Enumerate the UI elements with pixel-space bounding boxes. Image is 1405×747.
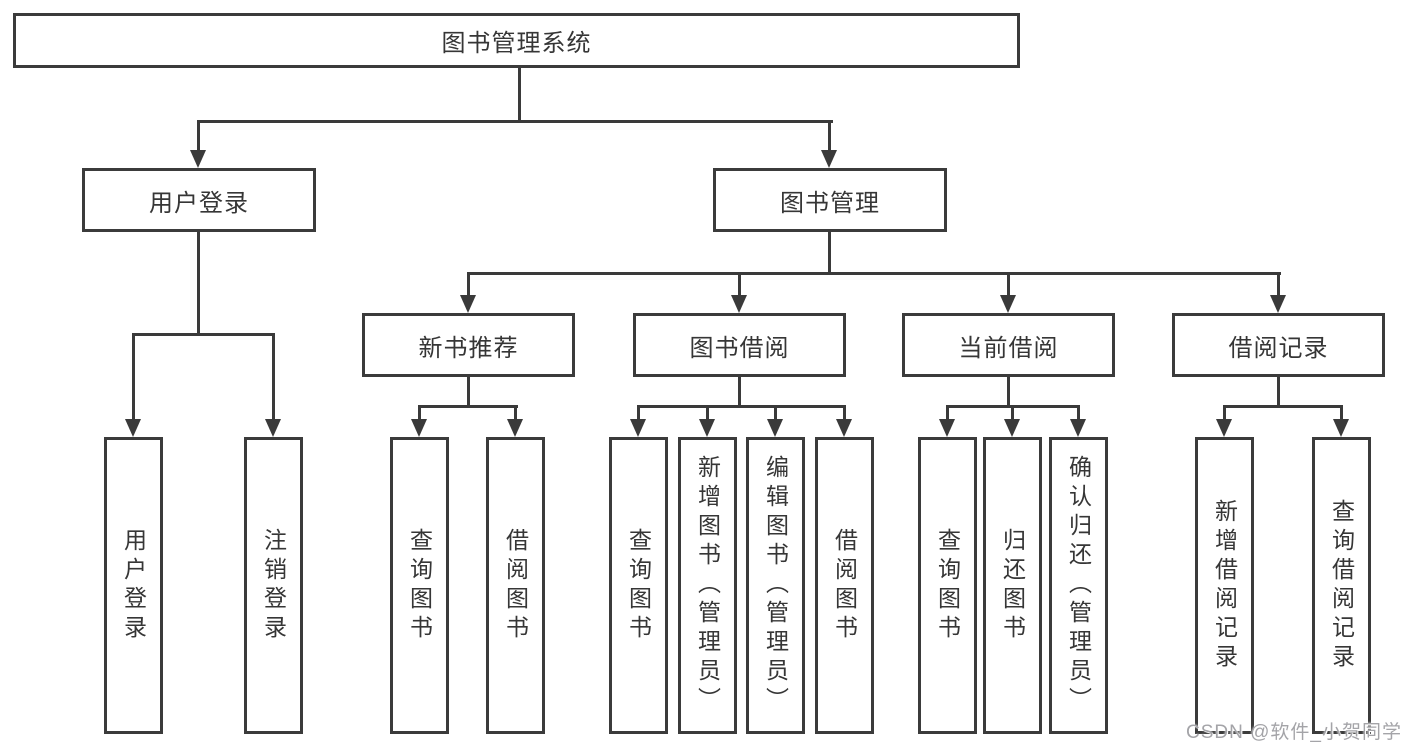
arrowhead (699, 419, 715, 437)
connector-line (272, 333, 275, 420)
connector-line (1340, 405, 1343, 421)
node-label: 编辑图书（管理员） (762, 455, 789, 716)
connector-line (828, 120, 831, 151)
connector-line (467, 377, 470, 408)
arrowhead (507, 419, 523, 437)
connector-line (418, 405, 518, 408)
node-logout: 注销登录 (244, 437, 303, 734)
connector-line (1007, 377, 1010, 408)
node-root-label: 图书管理系统 (441, 30, 592, 57)
arrowhead (1333, 419, 1349, 437)
node-label: 借阅图书 (831, 527, 858, 644)
node-label: 借阅图书 (502, 527, 529, 644)
connector-line (467, 272, 1281, 275)
node-label: 新增图书（管理员） (694, 455, 721, 716)
connector-line (1223, 405, 1226, 421)
node-borrow-books-recommend: 借阅图书 (486, 437, 545, 734)
node-label: 归还图书 (999, 527, 1026, 644)
connector-line (843, 405, 846, 421)
connector-line (418, 405, 421, 421)
node-label: 借阅记录 (1228, 334, 1329, 362)
node-label: 查询借阅记录 (1328, 498, 1355, 673)
arrowhead (821, 150, 837, 168)
connector-line (132, 333, 275, 336)
node-query-borrow-record: 查询借阅记录 (1312, 437, 1371, 734)
node-label: 查询图书 (625, 527, 652, 644)
connector-line (774, 405, 777, 421)
connector-line (514, 405, 517, 421)
connector-line (828, 232, 831, 275)
arrowhead (767, 419, 783, 437)
node-query-books-borrow: 查询图书 (609, 437, 668, 734)
node-label: 确认归还（管理员） (1065, 455, 1092, 716)
arrowhead (1216, 419, 1232, 437)
arrowhead (265, 419, 281, 437)
connector-line (1011, 405, 1014, 421)
node-label: 注销登录 (260, 527, 287, 644)
node-borrow-books: 借阅图书 (815, 437, 874, 734)
connector-line (1277, 272, 1280, 297)
node-root: 图书管理系统 (13, 13, 1020, 68)
arrowhead (190, 150, 206, 168)
node-label: 查询图书 (934, 527, 961, 644)
connector-line (197, 120, 200, 151)
arrowhead (411, 419, 427, 437)
connector-line (518, 68, 521, 123)
node-add-borrow-record: 新增借阅记录 (1195, 437, 1254, 734)
node-query-books-recommend: 查询图书 (390, 437, 449, 734)
node-label: 查询图书 (406, 527, 433, 644)
node-confirm-return-admin: 确认归还（管理员） (1049, 437, 1108, 734)
node-label: 用户登录 (149, 189, 249, 217)
node-add-book-admin: 新增图书（管理员） (678, 437, 737, 734)
connector-line (738, 377, 741, 408)
node-label: 当前借阅 (958, 334, 1059, 362)
arrowhead (125, 419, 141, 437)
node-label: 新增借阅记录 (1211, 498, 1238, 673)
arrowhead (630, 419, 646, 437)
node-borrow-records: 借阅记录 (1172, 313, 1385, 377)
node-user-login: 用户登录 (104, 437, 163, 734)
node-label: 用户登录 (120, 527, 147, 644)
connector-line (1077, 405, 1080, 421)
arrowhead (731, 295, 747, 313)
arrowhead (1070, 419, 1086, 437)
node-current-borrow: 当前借阅 (902, 313, 1115, 377)
node-label: 新书推荐 (418, 334, 519, 362)
connector-line (738, 272, 741, 297)
connector-line (1223, 405, 1343, 408)
node-book-management: 图书管理 (713, 168, 947, 232)
node-label: 图书管理 (780, 189, 880, 217)
arrowhead (1000, 295, 1016, 313)
node-edit-book-admin: 编辑图书（管理员） (746, 437, 805, 734)
node-book-borrow: 图书借阅 (633, 313, 846, 377)
connector-line (467, 272, 470, 297)
arrowhead (1270, 295, 1286, 313)
connector-line (706, 405, 709, 421)
connector-line (132, 333, 135, 420)
arrowhead (460, 295, 476, 313)
connector-line (197, 120, 833, 123)
node-query-books-current: 查询图书 (918, 437, 977, 734)
connector-line (946, 405, 949, 421)
node-label: 图书借阅 (689, 334, 790, 362)
node-return-books: 归还图书 (983, 437, 1042, 734)
connector-line (637, 405, 640, 421)
arrowhead (939, 419, 955, 437)
connector-line (1007, 272, 1010, 297)
connector-line (197, 232, 200, 336)
node-new-book-recommend: 新书推荐 (362, 313, 575, 377)
connector-line (637, 405, 846, 408)
arrowhead (1004, 419, 1020, 437)
node-user-login-branch: 用户登录 (82, 168, 316, 232)
watermark: CSDN @软件_小贺同学 (1186, 722, 1402, 743)
connector-line (1277, 377, 1280, 408)
arrowhead (836, 419, 852, 437)
